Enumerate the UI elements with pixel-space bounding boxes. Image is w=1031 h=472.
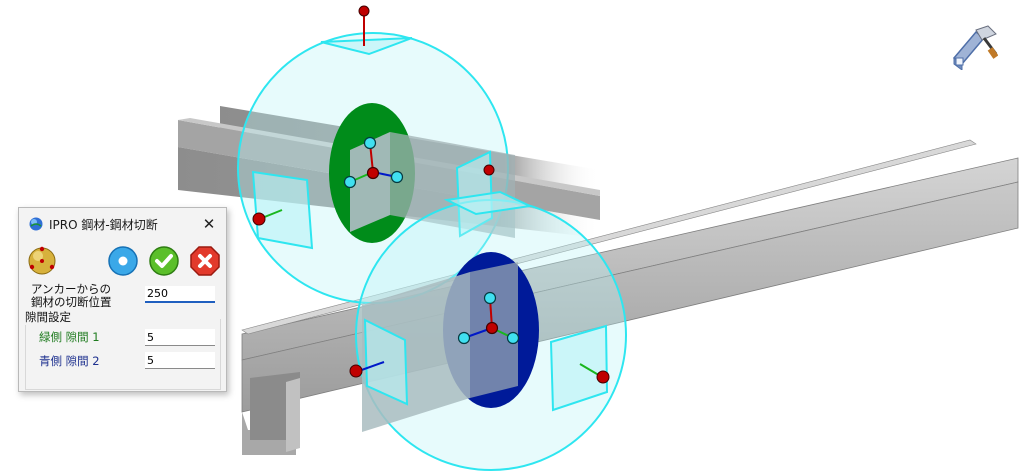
- anchor-sphere-icon[interactable]: [26, 245, 58, 277]
- upper-cut-gizmo[interactable]: [237, 5, 515, 304]
- lower-cut-gizmo[interactable]: [349, 190, 627, 471]
- blue-gap-label: 青側 隙間 2: [39, 354, 100, 368]
- app-globe-icon: [29, 217, 43, 231]
- check-icon[interactable]: [148, 245, 180, 277]
- green-gap-label: 緑側 隙間 1: [39, 330, 100, 344]
- record-dot-icon[interactable]: [107, 245, 139, 277]
- cut-position-input[interactable]: [145, 286, 215, 303]
- close-button[interactable]: ✕: [202, 215, 216, 233]
- cut-position-label-line2: 鋼材の切断位置: [31, 295, 112, 309]
- gap-group-title: 隙間設定: [25, 309, 74, 325]
- dialog-titlebar[interactable]: IPRO 鋼材-鋼材切断 ✕: [19, 208, 226, 240]
- blue-gap-input[interactable]: [145, 352, 215, 369]
- steel-cut-dialog[interactable]: IPRO 鋼材-鋼材切断 ✕ アンカーからの 鋼材の切断位置 隙間設定 緑側 隙…: [18, 207, 227, 392]
- dialog-title: IPRO 鋼材-鋼材切断: [49, 218, 158, 232]
- cut-position-label-line1: アンカーからの: [31, 282, 112, 296]
- gap-group-box: [25, 319, 221, 390]
- green-gap-input[interactable]: [145, 329, 215, 346]
- cancel-x-icon[interactable]: [189, 245, 221, 277]
- steel-cut-tool-icon[interactable]: [950, 24, 998, 70]
